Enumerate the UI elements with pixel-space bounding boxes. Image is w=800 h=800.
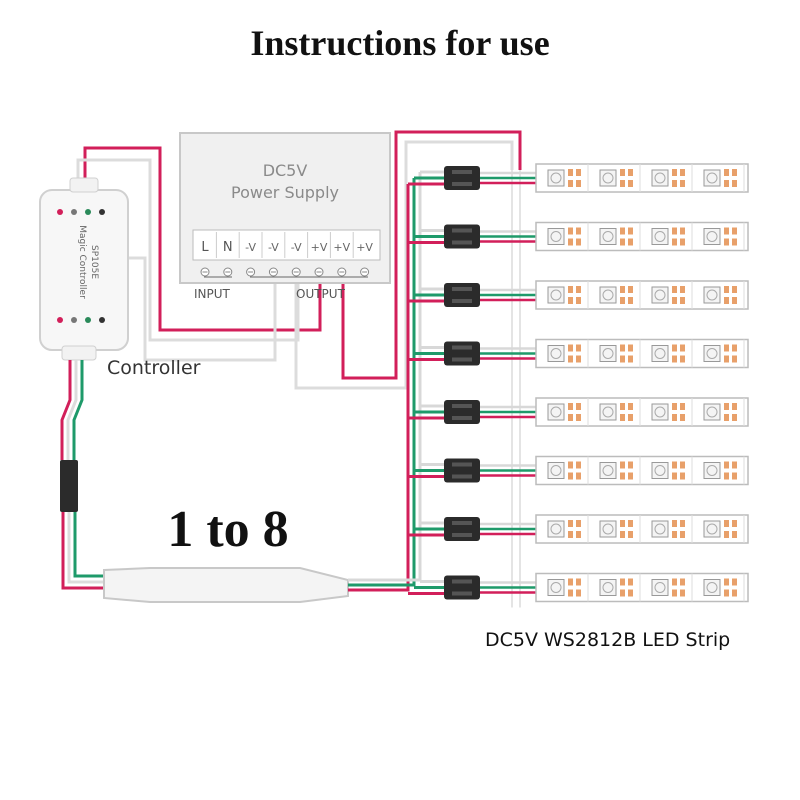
led-strip-1 — [535, 163, 749, 193]
led-chip — [547, 462, 565, 479]
output-label: OUTPUT — [296, 287, 346, 301]
strip-connector-8 — [444, 575, 480, 600]
led-chip — [703, 345, 721, 362]
led-chip — [599, 579, 617, 596]
led-chip — [599, 520, 617, 538]
bus-wire-red — [348, 184, 410, 592]
input-label: INPUT — [194, 287, 231, 301]
led-strip-3 — [535, 280, 749, 310]
led-strip-5 — [535, 397, 749, 427]
controller-label: Controller — [107, 357, 201, 379]
terminal-label-1: N — [223, 240, 233, 255]
led-chip — [703, 520, 721, 538]
led-strip-6 — [535, 455, 749, 486]
led-chip — [599, 345, 617, 362]
terminal-label-7: +V — [356, 241, 373, 254]
terminal-label-6: +V — [333, 241, 350, 254]
led-chip — [651, 169, 669, 187]
strip-connector-7 — [444, 517, 480, 541]
strip-label: DC5V WS2812B LED Strip — [485, 629, 730, 651]
controller-port-dots-bottom — [57, 317, 105, 323]
led-chip — [703, 462, 721, 479]
led-chip — [651, 462, 669, 479]
led-chip — [651, 228, 669, 245]
led-chip — [599, 403, 617, 421]
strip-connector-6 — [444, 458, 480, 483]
strip-connector-4 — [444, 341, 480, 366]
bus-wire-green — [348, 178, 416, 587]
controller-brand: Magic Controller — [77, 225, 87, 299]
led-chip — [547, 345, 565, 362]
splitter-ratio-label: 1 to 8 — [167, 501, 288, 558]
terminal-label-5: +V — [311, 241, 328, 254]
strip-connector-3 — [444, 283, 480, 307]
led-chip — [547, 169, 565, 187]
led-strip-7 — [535, 514, 749, 544]
led-chip — [599, 169, 617, 187]
led-strip-4 — [535, 338, 749, 369]
controller-power-wires — [76, 130, 522, 390]
led-chip — [703, 403, 721, 421]
led-chip — [547, 403, 565, 421]
page-title: Instructions for use — [250, 23, 550, 63]
led-chip — [547, 228, 565, 245]
strip-connector-2 — [444, 224, 480, 249]
led-chip — [703, 228, 721, 245]
led-chip — [651, 403, 669, 421]
power-supply-title-line1: DC5V — [263, 161, 308, 180]
strip-connector-1 — [444, 166, 480, 190]
led-strip-8 — [535, 572, 749, 603]
led-chip — [651, 286, 669, 304]
terminal-label-0: L — [201, 240, 209, 255]
led-chip — [651, 520, 669, 538]
led-chip — [547, 579, 565, 596]
led-chip — [599, 286, 617, 304]
led-chip — [599, 462, 617, 479]
led-strip-2 — [535, 221, 749, 252]
led-chip — [703, 579, 721, 596]
controller-output-connector — [60, 460, 78, 512]
terminal-label-2: -V — [245, 241, 256, 254]
led-chip — [547, 520, 565, 538]
led-chip — [599, 228, 617, 245]
led-chip — [651, 345, 669, 362]
led-chip — [703, 169, 721, 187]
controller-port-dots-top — [57, 209, 105, 215]
controller-unit: SP105E Magic Controller Controller — [39, 177, 201, 379]
led-chip — [703, 286, 721, 304]
led-chip — [547, 286, 565, 304]
led-strip-array — [444, 163, 749, 603]
power-supply-title-line2: Power Supply — [231, 183, 339, 202]
splitter: 1 to 8 — [103, 501, 349, 603]
strip-connector-5 — [444, 400, 480, 424]
controller-model: SP105E — [89, 245, 99, 279]
terminal-label-4: -V — [291, 241, 302, 254]
terminal-label-3: -V — [268, 241, 279, 254]
led-chip — [651, 579, 669, 596]
controller-output-cable — [60, 360, 108, 590]
